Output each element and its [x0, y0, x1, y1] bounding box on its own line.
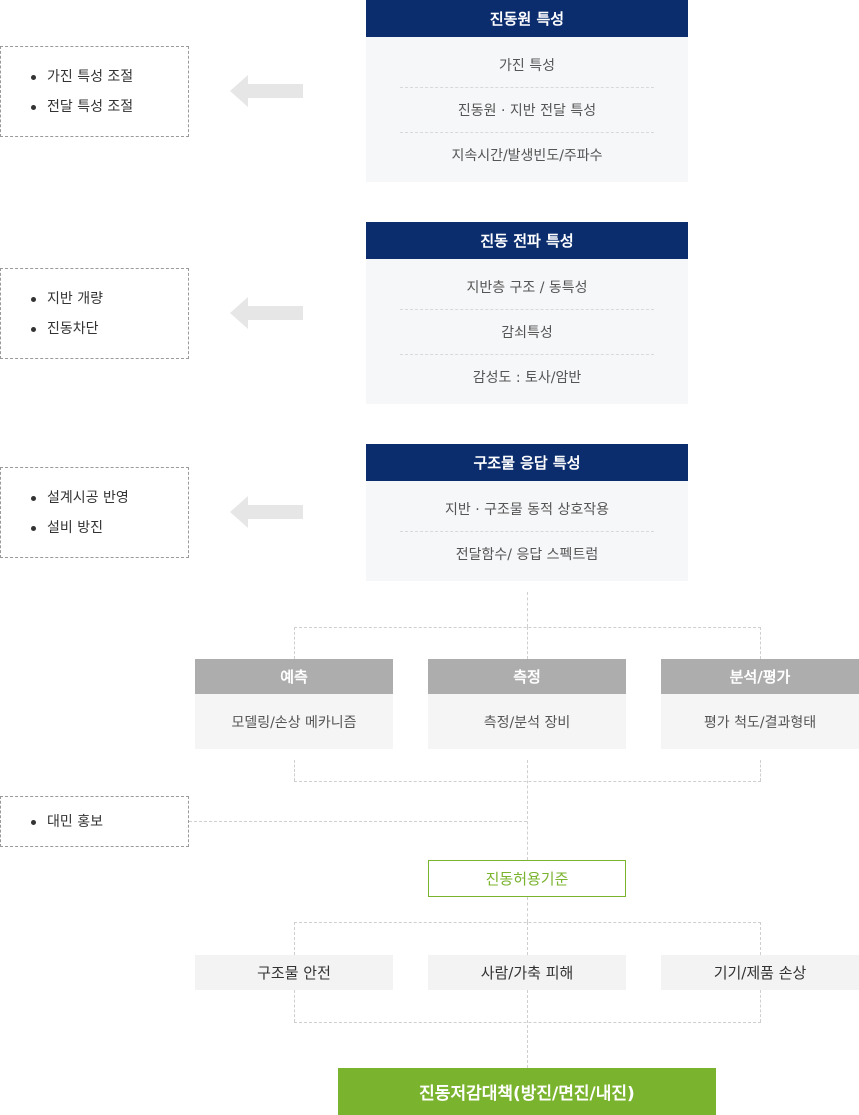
note-item: 진동차단 — [31, 314, 188, 344]
note-item: 지반 개량 — [31, 284, 188, 314]
analysis-title: 분석/평가 — [729, 668, 791, 686]
structure-response-list: 지반 · 구조물 동적 상호작용 전달함수/ 응답 스펙트럼 — [366, 481, 688, 581]
list-item: 지반층 구조 / 동특성 — [466, 279, 588, 296]
note-box-public: 대민 홍보 — [0, 796, 189, 847]
note-item: 가진 특성 조절 — [31, 62, 188, 92]
outcome-equipment-damage: 기기/제품 손상 — [661, 955, 859, 990]
structure-response-title: 구조물 응답 특성 — [473, 454, 581, 472]
list-item: 지반 · 구조물 동적 상호작용 — [445, 501, 609, 518]
structure-response-header: 구조물 응답 특성 — [366, 444, 688, 481]
source-characteristics-header: 진동원 특성 — [366, 0, 688, 37]
measurement-header: 측정 — [428, 659, 626, 694]
propagation-characteristics-header: 진동 전파 특성 — [366, 222, 688, 259]
source-characteristics-title: 진동원 특성 — [489, 10, 565, 28]
note-box-structure: 설계시공 반영 설비 방진 — [0, 467, 189, 558]
list-item: 감성도 : 토사/암반 — [400, 354, 654, 399]
left-arrow-icon — [230, 496, 303, 528]
propagation-characteristics-title: 진동 전파 특성 — [480, 232, 574, 250]
measurement-title: 측정 — [513, 668, 541, 686]
prediction-header: 예측 — [195, 659, 393, 694]
propagation-characteristics-list: 지반층 구조 / 동특성 감쇠특성 감성도 : 토사/암반 — [366, 259, 688, 404]
prediction-detail: 모델링/손상 메카니즘 — [195, 694, 393, 749]
source-characteristics-list: 가진 특성 진동원 · 지반 전달 특성 지속시간/발생빈도/주파수 — [366, 37, 688, 182]
left-arrow-icon — [230, 75, 303, 107]
list-item: 감쇠특성 — [400, 309, 654, 354]
prediction-title: 예측 — [280, 668, 308, 686]
list-item: 전달함수/ 응답 스펙트럼 — [400, 531, 654, 576]
list-item: 가진 특성 — [499, 57, 555, 74]
note-item: 설계시공 반영 — [31, 483, 188, 513]
measurement-detail: 측정/분석 장비 — [428, 694, 626, 749]
analysis-detail: 평가 척도/결과형태 — [661, 694, 859, 749]
left-arrow-icon — [230, 297, 303, 329]
outcome-human-livestock: 사람/가축 피해 — [428, 955, 626, 990]
vibration-standard-box: 진동허용기준 — [428, 860, 626, 897]
note-item: 전달 특성 조절 — [31, 92, 188, 122]
list-item: 지속시간/발생빈도/주파수 — [400, 132, 654, 177]
outcome-structure-safety: 구조물 안전 — [195, 955, 393, 990]
note-box-source: 가진 특성 조절 전달 특성 조절 — [0, 46, 189, 137]
list-item: 진동원 · 지반 전달 특성 — [400, 87, 654, 132]
analysis-header: 분석/평가 — [661, 659, 859, 694]
note-item: 설비 방진 — [31, 513, 188, 543]
vibration-reduction-measures: 진동저감대책(방진/면진/내진) — [338, 1068, 716, 1115]
note-box-propagation: 지반 개량 진동차단 — [0, 268, 189, 359]
note-item: 대민 홍보 — [31, 807, 188, 837]
